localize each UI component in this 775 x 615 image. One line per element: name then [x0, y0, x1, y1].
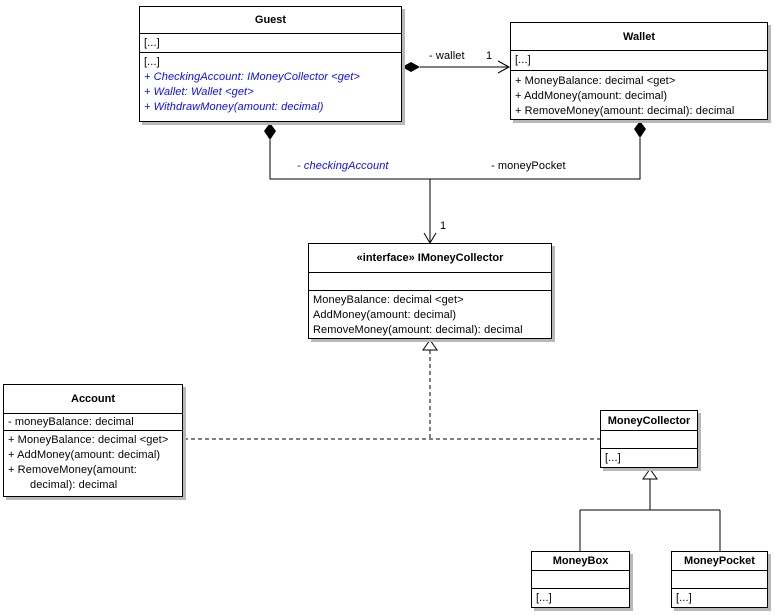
edge-label-wallet-multiplicity[interactable]: 1 [486, 50, 493, 62]
member-row[interactable]: [...] [605, 452, 621, 464]
class-account-title[interactable]: Account [71, 393, 115, 405]
edge-label-money-pocket-role[interactable]: - moneyPocket [491, 160, 566, 172]
edge-guest-wallet[interactable] [402, 60, 511, 74]
class-moneycollector-attributes [601, 430, 697, 448]
class-wallet-members: + MoneyBalance: decimal <get> + AddMoney… [511, 70, 767, 119]
member-row[interactable]: + RemoveMoney(amount: [8, 464, 137, 476]
class-wallet-attributes: [...] [511, 50, 767, 70]
edge-label-wallet-role[interactable]: - wallet [429, 50, 465, 62]
member-row[interactable]: + AddMoney(amount: decimal) [8, 449, 161, 461]
class-guest-attributes: [...] [140, 33, 401, 52]
class-moneypocket-attributes [672, 570, 767, 588]
edge-realization-imoneycollector[interactable] [184, 339, 600, 440]
member-row[interactable]: [...] [676, 592, 692, 604]
member-row[interactable]: + Wallet: Wallet <get> [144, 86, 254, 98]
class-imoneycollector-attributes [309, 272, 551, 290]
member-row[interactable]: + MoneyBalance: decimal <get> [515, 75, 676, 87]
edge-into-imoneycollector[interactable] [423, 179, 437, 244]
member-row[interactable]: + RemoveMoney(amount: decimal): decimal [515, 105, 735, 117]
class-moneybox[interactable]: MoneyBox [...] [531, 551, 630, 608]
member-row-wrap[interactable]: decimal): decimal [30, 479, 118, 491]
class-guest-members: [...] + CheckingAccount: IMoneyCollector… [140, 52, 401, 121]
class-moneycollector-members: [...] [601, 448, 697, 467]
edge-line [579, 479, 721, 551]
attribute-row[interactable]: [...] [515, 54, 531, 66]
class-moneybox-members: [...] [532, 588, 629, 607]
member-row[interactable]: MoneyBalance: decimal <get> [313, 294, 464, 306]
hollow-triangle-icon [642, 468, 658, 480]
edge-label-collector-multiplicity[interactable]: 1 [440, 220, 447, 232]
edge-line [430, 138, 641, 180]
open-arrow-icon [423, 232, 437, 244]
filled-diamond-icon [402, 62, 420, 72]
edge-label-checking-account-role[interactable]: - checkingAccount [297, 160, 389, 172]
member-row[interactable]: + WithdrawMoney(amount: decimal) [144, 101, 324, 113]
class-account[interactable]: Account - moneyBalance: decimal + MoneyB… [3, 384, 183, 497]
attribute-row[interactable]: - moneyBalance: decimal [8, 416, 134, 428]
class-imoneycollector-title[interactable]: «interface» IMoneyCollector [356, 252, 504, 264]
edge-generalization-moneycollector[interactable] [579, 468, 721, 551]
member-row[interactable]: + AddMoney(amount: decimal) [515, 90, 668, 102]
member-row[interactable]: AddMoney(amount: decimal) [313, 309, 457, 321]
class-account-attributes: - moneyBalance: decimal [4, 413, 182, 430]
member-row[interactable]: + MoneyBalance: decimal <get> [8, 434, 169, 446]
filled-diamond-icon [264, 123, 276, 140]
attribute-row[interactable]: [...] [144, 37, 160, 49]
class-imoneycollector-members: MoneyBalance: decimal <get> AddMoney(amo… [309, 290, 551, 338]
member-row[interactable]: [...] [536, 592, 552, 604]
class-wallet[interactable]: Wallet [...] + MoneyBalance: decimal <ge… [510, 22, 768, 120]
filled-diamond-icon [634, 121, 646, 138]
class-moneypocket-title[interactable]: MoneyPocket [684, 555, 755, 567]
class-moneypocket-members: [...] [672, 588, 767, 607]
open-arrow-icon [497, 60, 511, 74]
member-row[interactable]: [...] [144, 56, 160, 68]
member-row[interactable]: RemoveMoney(amount: decimal): decimal [313, 324, 523, 336]
hollow-triangle-icon [422, 339, 438, 351]
class-wallet-title[interactable]: Wallet [623, 30, 655, 43]
member-row[interactable]: + CheckingAccount: IMoneyCollector <get> [144, 71, 360, 83]
class-guest[interactable]: Guest [...] [...] + CheckingAccount: IMo… [139, 6, 402, 122]
class-moneypocket[interactable]: MoneyPocket [...] [671, 551, 768, 608]
class-imoneycollector[interactable]: «interface» IMoneyCollector MoneyBalance… [308, 243, 552, 339]
class-guest-title[interactable]: Guest [254, 14, 287, 26]
class-account-members: + MoneyBalance: decimal <get> + AddMoney… [4, 430, 182, 496]
class-moneycollector-title[interactable]: MoneyCollector [607, 414, 691, 427]
class-moneybox-title[interactable]: MoneyBox [552, 555, 609, 567]
class-moneycollector[interactable]: MoneyCollector [...] [600, 410, 698, 468]
class-moneybox-attributes [532, 570, 629, 588]
